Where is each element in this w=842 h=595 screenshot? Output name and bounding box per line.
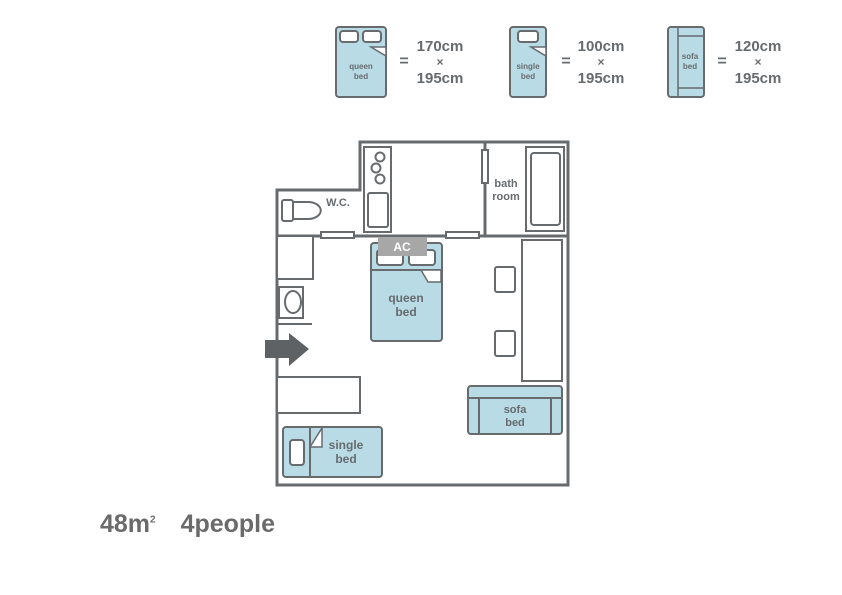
bed-length: 195cm	[735, 70, 782, 87]
sheet-fold-icon	[308, 425, 323, 448]
queen-bed-icon	[335, 26, 387, 98]
legend-label: bed	[683, 62, 697, 71]
legend-label: queen	[349, 62, 373, 71]
air-conditioner	[378, 237, 427, 256]
pillow-icon	[362, 30, 382, 43]
closet	[276, 235, 314, 280]
wc-label: W.C.	[326, 197, 350, 209]
washbasin-bowl-icon	[284, 290, 302, 314]
desk	[276, 376, 361, 414]
burner-icon	[374, 173, 386, 185]
room-capacity: 4people	[180, 510, 276, 538]
sofa-bed-label: bed	[505, 417, 525, 429]
sheet-fold-icon	[528, 46, 547, 58]
equals-sign: =	[717, 53, 726, 70]
area-unit-superscript: 2	[150, 514, 156, 526]
kitchen-door	[445, 231, 480, 239]
outer-wall	[275, 140, 570, 487]
bed-length: 195cm	[417, 70, 464, 87]
pillow-icon	[339, 30, 359, 43]
pillow-icon	[517, 30, 539, 43]
counter-table	[521, 239, 563, 382]
bed-width: 120cm	[735, 38, 782, 55]
room-area: 48m2	[100, 510, 156, 538]
sheet-fold-icon	[419, 269, 442, 283]
equals-sign: =	[399, 53, 408, 70]
bathtub-inner	[530, 152, 561, 226]
times-sign: ×	[754, 55, 761, 69]
times-sign: ×	[597, 55, 604, 69]
chair	[494, 266, 516, 293]
bed-width: 170cm	[417, 38, 464, 55]
legend-label: bed	[354, 72, 368, 81]
legend-label: sofa	[682, 52, 699, 61]
bathroom-door	[481, 149, 489, 184]
kitchen	[363, 146, 392, 233]
times-sign: ×	[436, 55, 443, 69]
area-value: 48m	[100, 510, 151, 538]
legend-queen-bed: queen bed = 170cm × 195cm	[335, 26, 464, 98]
bed-width: 100cm	[578, 38, 625, 55]
burner-icon	[370, 162, 382, 174]
single-bed-label: bed	[335, 452, 356, 466]
equals-sign: =	[561, 53, 570, 70]
legend-single-bed: single bed = 100cm × 195cm	[509, 26, 625, 98]
burner-icon	[374, 151, 386, 163]
entrance-arrow-icon	[265, 333, 309, 366]
single-bed: single bed	[282, 425, 383, 478]
sheet-fold-icon	[368, 46, 387, 58]
single-bed-icon	[509, 26, 547, 98]
ac-label: AC	[393, 240, 411, 254]
wc-door	[320, 231, 355, 239]
toilet-tank-icon	[281, 199, 294, 222]
chair	[494, 330, 516, 357]
queen-bed-label: bed	[395, 305, 416, 319]
legend-sofa-bed: sofa bed = 120cm × 195cm	[667, 26, 782, 98]
bathroom-label: bath	[494, 178, 518, 190]
bathroom-label: room	[492, 191, 520, 203]
bed-length: 195cm	[578, 70, 625, 87]
sofa-bed-label: sofa	[504, 404, 528, 416]
kitchen-sink-icon	[367, 192, 389, 228]
queen-bed-label: queen	[388, 291, 423, 305]
pillow-icon	[289, 439, 305, 466]
legend-label: bed	[521, 72, 535, 81]
legend-label: single	[516, 62, 540, 71]
single-bed-frame	[282, 426, 383, 478]
room-summary: 48m2 4people	[100, 510, 293, 539]
sofa-bed: sofa bed	[467, 385, 563, 435]
single-bed-label: single	[329, 438, 364, 452]
toilet-bowl-icon	[292, 201, 322, 220]
queen-bed: queen bed	[370, 242, 443, 342]
sofa-bed-icon	[667, 26, 705, 98]
